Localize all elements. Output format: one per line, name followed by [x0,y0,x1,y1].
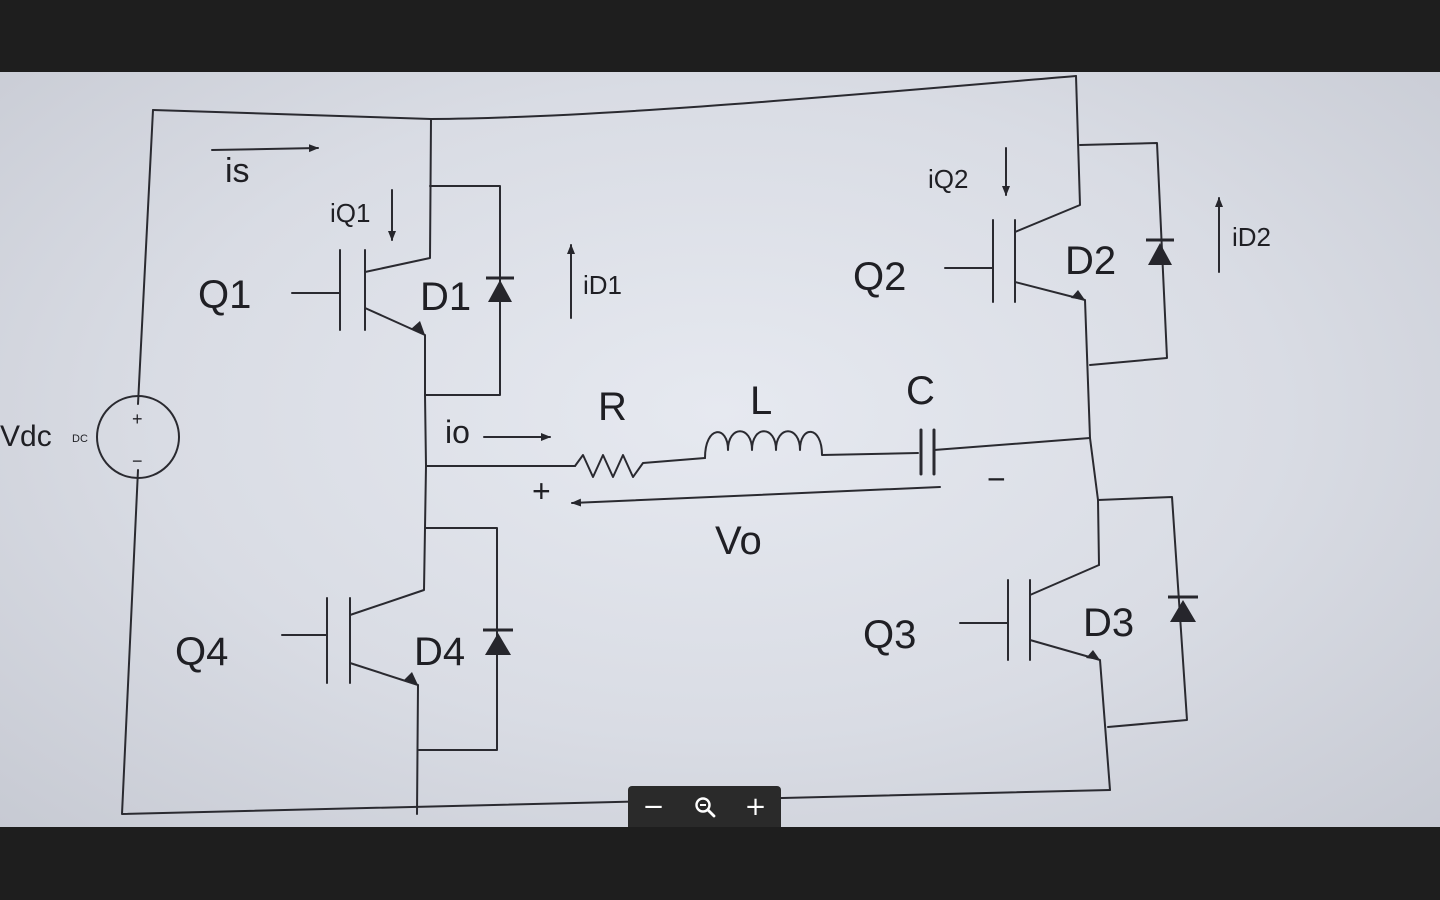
circuit-photo: Vdc DC + − is iQ1 iQ2 iD1 iD2 io Q1 Q2 Q… [0,72,1440,827]
q2-label: Q2 [853,255,906,299]
iq1-label: iQ1 [330,198,370,228]
d4-label: D4 [414,630,465,674]
vdc-label: Vdc [0,420,52,453]
c-label: C [906,369,935,413]
d1-label: D1 [420,275,471,319]
magnifier-icon [694,796,715,817]
dc-tag: DC [72,433,88,445]
q3-label: Q3 [863,613,916,657]
iq2-label: iQ2 [928,164,968,194]
q4-label: Q4 [175,630,228,674]
l-label: L [750,379,772,423]
vo-plus: + [532,473,551,509]
zoom-toolbar: − + [628,786,781,827]
d2-label: D2 [1065,239,1116,283]
zoom-out-button[interactable]: − [642,791,665,822]
dc-source-symbol [96,395,180,479]
vo-label: Vo [715,519,762,563]
h-bridge-inverter-diagram: Vdc DC + − is iQ1 iQ2 iD1 iD2 io Q1 Q2 Q… [0,75,1271,815]
d3-label: D3 [1083,601,1134,645]
r-label: R [598,385,627,429]
id2-label: iD2 [1232,222,1271,252]
zoom-reset-button[interactable] [685,789,725,825]
vo-minus: − [987,461,1006,497]
left-rail-upper [137,109,154,405]
id1-label: iD1 [583,270,622,300]
q1-label: Q1 [198,273,251,317]
source-plus: + [132,409,143,429]
zoom-in-button[interactable]: + [744,791,767,822]
left-rail-lower-bottom [121,469,1111,815]
top-rail [152,75,1077,120]
inductor-symbol [704,430,919,459]
is-label: is [225,152,250,190]
io-label: io [445,414,470,450]
resistor-symbol [574,454,706,478]
source-minus: − [132,451,143,471]
